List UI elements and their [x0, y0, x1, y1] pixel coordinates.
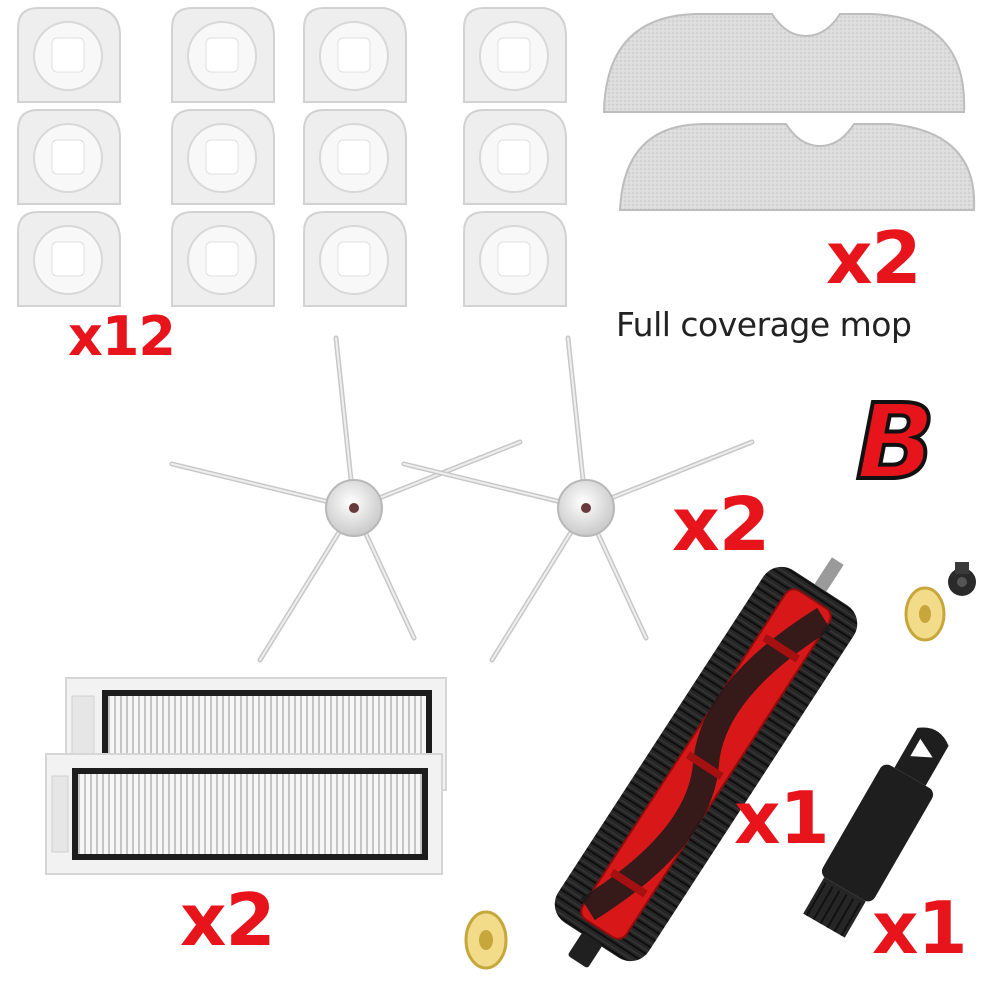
side-brush-quantity-label: x2 [672, 482, 770, 568]
filters-quantity-label: x12 [68, 305, 176, 368]
mop-pad [602, 13, 966, 113]
roller-end-cap [904, 586, 946, 642]
side-brush [401, 335, 755, 663]
roller-brush-quantity-label: x1 [734, 776, 830, 860]
mop-caption: Full coverage mop [616, 305, 912, 344]
water-tank-filter [17, 109, 121, 205]
water-tank-filters-group [17, 7, 567, 307]
hepa-filter-quantity-label: x2 [180, 878, 276, 962]
water-tank-filter [17, 7, 121, 103]
water-tank-filter [463, 211, 567, 307]
roller-bearing [948, 562, 976, 596]
water-tank-filter [463, 109, 567, 205]
side-brushes-group [169, 335, 755, 663]
water-tank-filter [463, 7, 567, 103]
water-tank-filter [171, 109, 275, 205]
water-tank-filter [171, 7, 275, 103]
water-tank-filter [303, 7, 407, 103]
water-tank-filter [303, 211, 407, 307]
cleaning-tool [803, 727, 949, 938]
variant-label: B [854, 381, 937, 503]
water-tank-filter [17, 211, 121, 307]
mop-pad [618, 122, 976, 211]
main-roller-brush [554, 557, 858, 968]
cleaning-tool-quantity-label: x1 [872, 886, 968, 970]
hepa-filter [45, 753, 443, 875]
mop-quantity-label: x2 [826, 216, 922, 300]
side-brush [169, 335, 523, 663]
water-tank-filter [171, 211, 275, 307]
roller-end-cap [464, 910, 508, 970]
water-tank-filter [303, 109, 407, 205]
